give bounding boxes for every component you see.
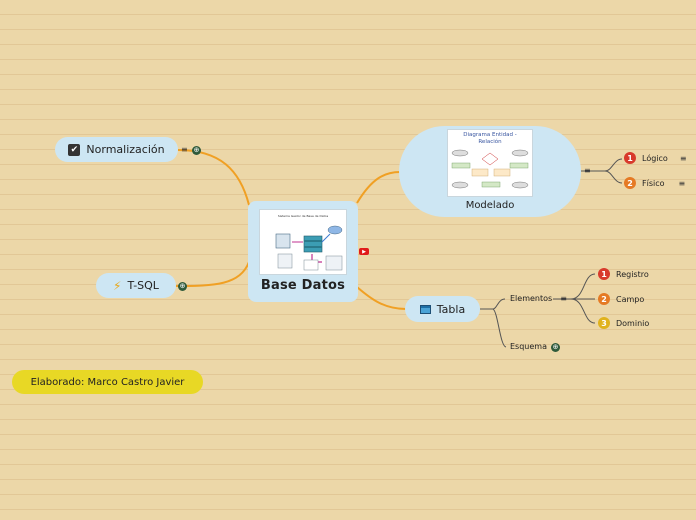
lightning-icon: ⚡	[113, 278, 122, 293]
elementos-notes-icon[interactable]: ≡	[560, 294, 567, 303]
priority-2-icon: 2	[624, 177, 636, 189]
tabla-label: Tabla	[436, 302, 466, 316]
er-diagram-icon	[451, 149, 529, 189]
youtube-icon[interactable]: ▶	[359, 248, 369, 255]
normalizacion-node[interactable]: ✔ Normalización	[55, 137, 178, 162]
leaf-fisico-label: Físico	[642, 178, 665, 188]
leaf-elementos-label: Elementos	[510, 294, 553, 303]
link-fisico	[604, 170, 623, 184]
leaf-campo[interactable]: 2 Campo	[598, 293, 644, 305]
leaf-dominio[interactable]: 3 Dominio	[598, 317, 649, 329]
central-node[interactable]: Sistema Gestor de Base de Datos Base Dat…	[248, 201, 358, 302]
link-registro	[570, 273, 596, 300]
modelado-node[interactable]: Diagrama Entidad - Relación Modelado	[399, 126, 581, 217]
normalizacion-label: Normalización	[86, 143, 165, 156]
author-note-label: Elaborado: Marco Castro Javier	[30, 376, 185, 388]
central-thumbnail: Sistema Gestor de Base de Datos	[259, 209, 347, 275]
link-tsql	[175, 261, 250, 287]
link-elementos	[492, 298, 506, 310]
thumb-caption: Sistema Gestor de Base de Datos	[277, 214, 329, 218]
priority-1-icon: 1	[598, 268, 610, 280]
database-diagram-icon	[275, 225, 343, 271]
leaf-registro[interactable]: 1 Registro	[598, 268, 649, 280]
leaf-logico-label: Lógico	[642, 153, 668, 163]
fisico-notes-icon[interactable]: ≡	[678, 178, 686, 188]
central-title: Base Datos	[260, 278, 346, 293]
link-logico	[604, 158, 623, 172]
tabla-node[interactable]: Tabla	[405, 296, 480, 322]
link-modelado	[356, 171, 401, 204]
leaf-esquema[interactable]: Esquema	[510, 342, 547, 351]
tsql-globe-icon[interactable]: ⊕	[178, 282, 187, 291]
leaf-esquema-label: Esquema	[510, 342, 547, 351]
link-esquema	[492, 308, 507, 348]
leaf-logico[interactable]: 1 Lógico ≡	[624, 152, 687, 164]
author-note[interactable]: Elaborado: Marco Castro Javier	[12, 370, 203, 394]
esquema-globe-icon[interactable]: ⊕	[551, 343, 560, 352]
leaf-elementos[interactable]: Elementos ≡	[510, 294, 567, 303]
tsql-label: T-SQL	[127, 279, 159, 292]
link-tabla	[356, 286, 407, 310]
modelado-thumbnail: Diagrama Entidad - Relación	[447, 129, 533, 197]
link-normalizacion	[177, 149, 250, 206]
link-dominio	[570, 298, 596, 324]
modelado-label: Modelado	[465, 200, 515, 211]
leaf-registro-label: Registro	[616, 269, 649, 279]
table-icon	[419, 304, 431, 314]
tsql-node[interactable]: ⚡ T-SQL	[96, 273, 176, 298]
logico-notes-icon[interactable]: ≡	[679, 153, 687, 163]
normalizacion-notes-icon[interactable]: ≡	[181, 145, 188, 154]
leaf-dominio-label: Dominio	[616, 318, 650, 328]
modelado-notes-icon[interactable]: ≡	[584, 166, 591, 175]
priority-2-icon: 2	[598, 293, 610, 305]
priority-3-icon: 3	[598, 317, 610, 329]
er-thumb-title: Diagrama Entidad - Relación	[463, 132, 517, 146]
normalizacion-globe-icon[interactable]: ⊕	[192, 146, 201, 155]
leaf-fisico[interactable]: 2 Físico ≡	[624, 177, 685, 189]
priority-1-icon: 1	[624, 152, 636, 164]
leaf-campo-label: Campo	[616, 294, 645, 304]
checkbox-icon: ✔	[68, 143, 81, 156]
